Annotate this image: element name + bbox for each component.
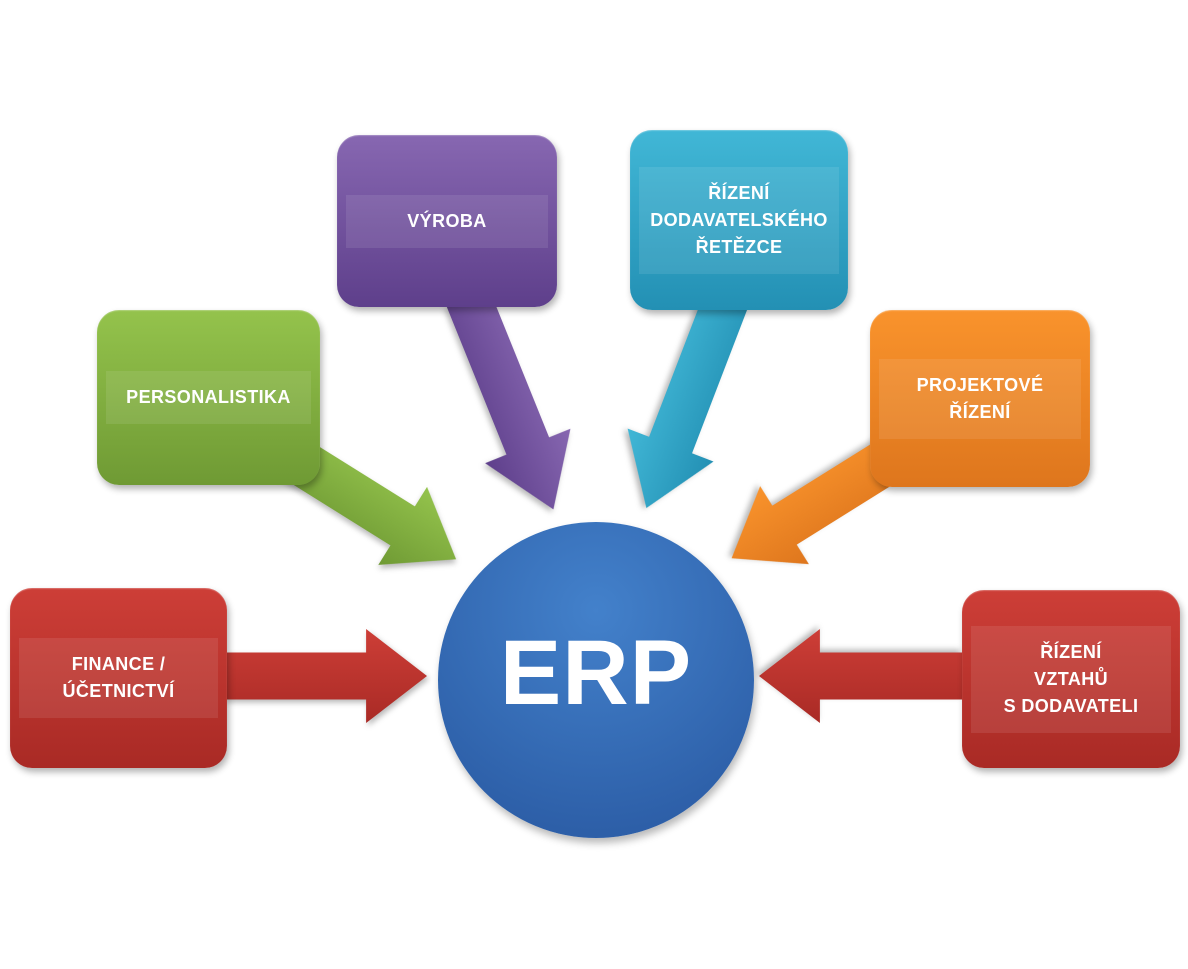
node-projektove-rizeni: PROJEKTOVÉ ŘÍZENÍ — [870, 310, 1090, 487]
node-vyroba-band: VÝROBA — [346, 194, 548, 248]
node-vyroba-label: VÝROBA — [407, 210, 487, 231]
vyroba-arrow-shape — [425, 281, 596, 527]
node-personalistika: PERSONALISTIKA — [97, 310, 320, 485]
node-projektove-rizeni-label: PROJEKTOVÉ ŘÍZENÍ — [916, 374, 1044, 422]
dodavatele-arrow-shape — [759, 629, 962, 723]
node-finance-ucetnictvi-band: FINANCE / ÚČETNICTVÍ — [19, 638, 218, 718]
node-rizeni-vztahu-s-dodavateli: ŘÍZENÍ VZTAHŮ S DODAVATELI — [962, 590, 1180, 768]
node-rizeni-dodavatelskeho-retezce: ŘÍZENÍ DODAVATELSKÉHO ŘETĚZCE — [630, 130, 848, 310]
node-projektove-rizeni-band: PROJEKTOVÉ ŘÍZENÍ — [879, 358, 1081, 439]
node-rizeni-vztahu-s-dodavateli-label: ŘÍZENÍ VZTAHŮ S DODAVATELI — [1003, 641, 1139, 716]
supply-chain-arrow — [603, 282, 770, 525]
finance-arrow-shape — [224, 629, 427, 723]
vyroba-arrow — [425, 281, 596, 527]
supply-chain-arrow-shape — [603, 282, 770, 525]
node-finance-ucetnictvi: FINANCE / ÚČETNICTVÍ — [10, 588, 227, 768]
node-personalistika-label: PERSONALISTIKA — [126, 387, 291, 407]
node-finance-ucetnictvi-label: FINANCE / ÚČETNICTVÍ — [62, 654, 175, 701]
dodavatele-arrow — [759, 629, 962, 723]
finance-arrow — [224, 629, 427, 723]
erp-center-label: ERP — [499, 621, 693, 724]
node-rizeni-vztahu-s-dodavateli-band: ŘÍZENÍ VZTAHŮ S DODAVATELI — [971, 625, 1171, 733]
node-rizeni-dodavatelskeho-retezce-label: ŘÍZENÍ DODAVATELSKÉHO ŘETĚZCE — [650, 182, 828, 257]
node-vyroba: VÝROBA — [337, 135, 557, 307]
node-personalistika-band: PERSONALISTIKA — [106, 371, 311, 424]
node-rizeni-dodavatelskeho-retezce-band: ŘÍZENÍ DODAVATELSKÉHO ŘETĚZCE — [639, 166, 839, 274]
erp-center-node: ERP — [438, 522, 754, 838]
